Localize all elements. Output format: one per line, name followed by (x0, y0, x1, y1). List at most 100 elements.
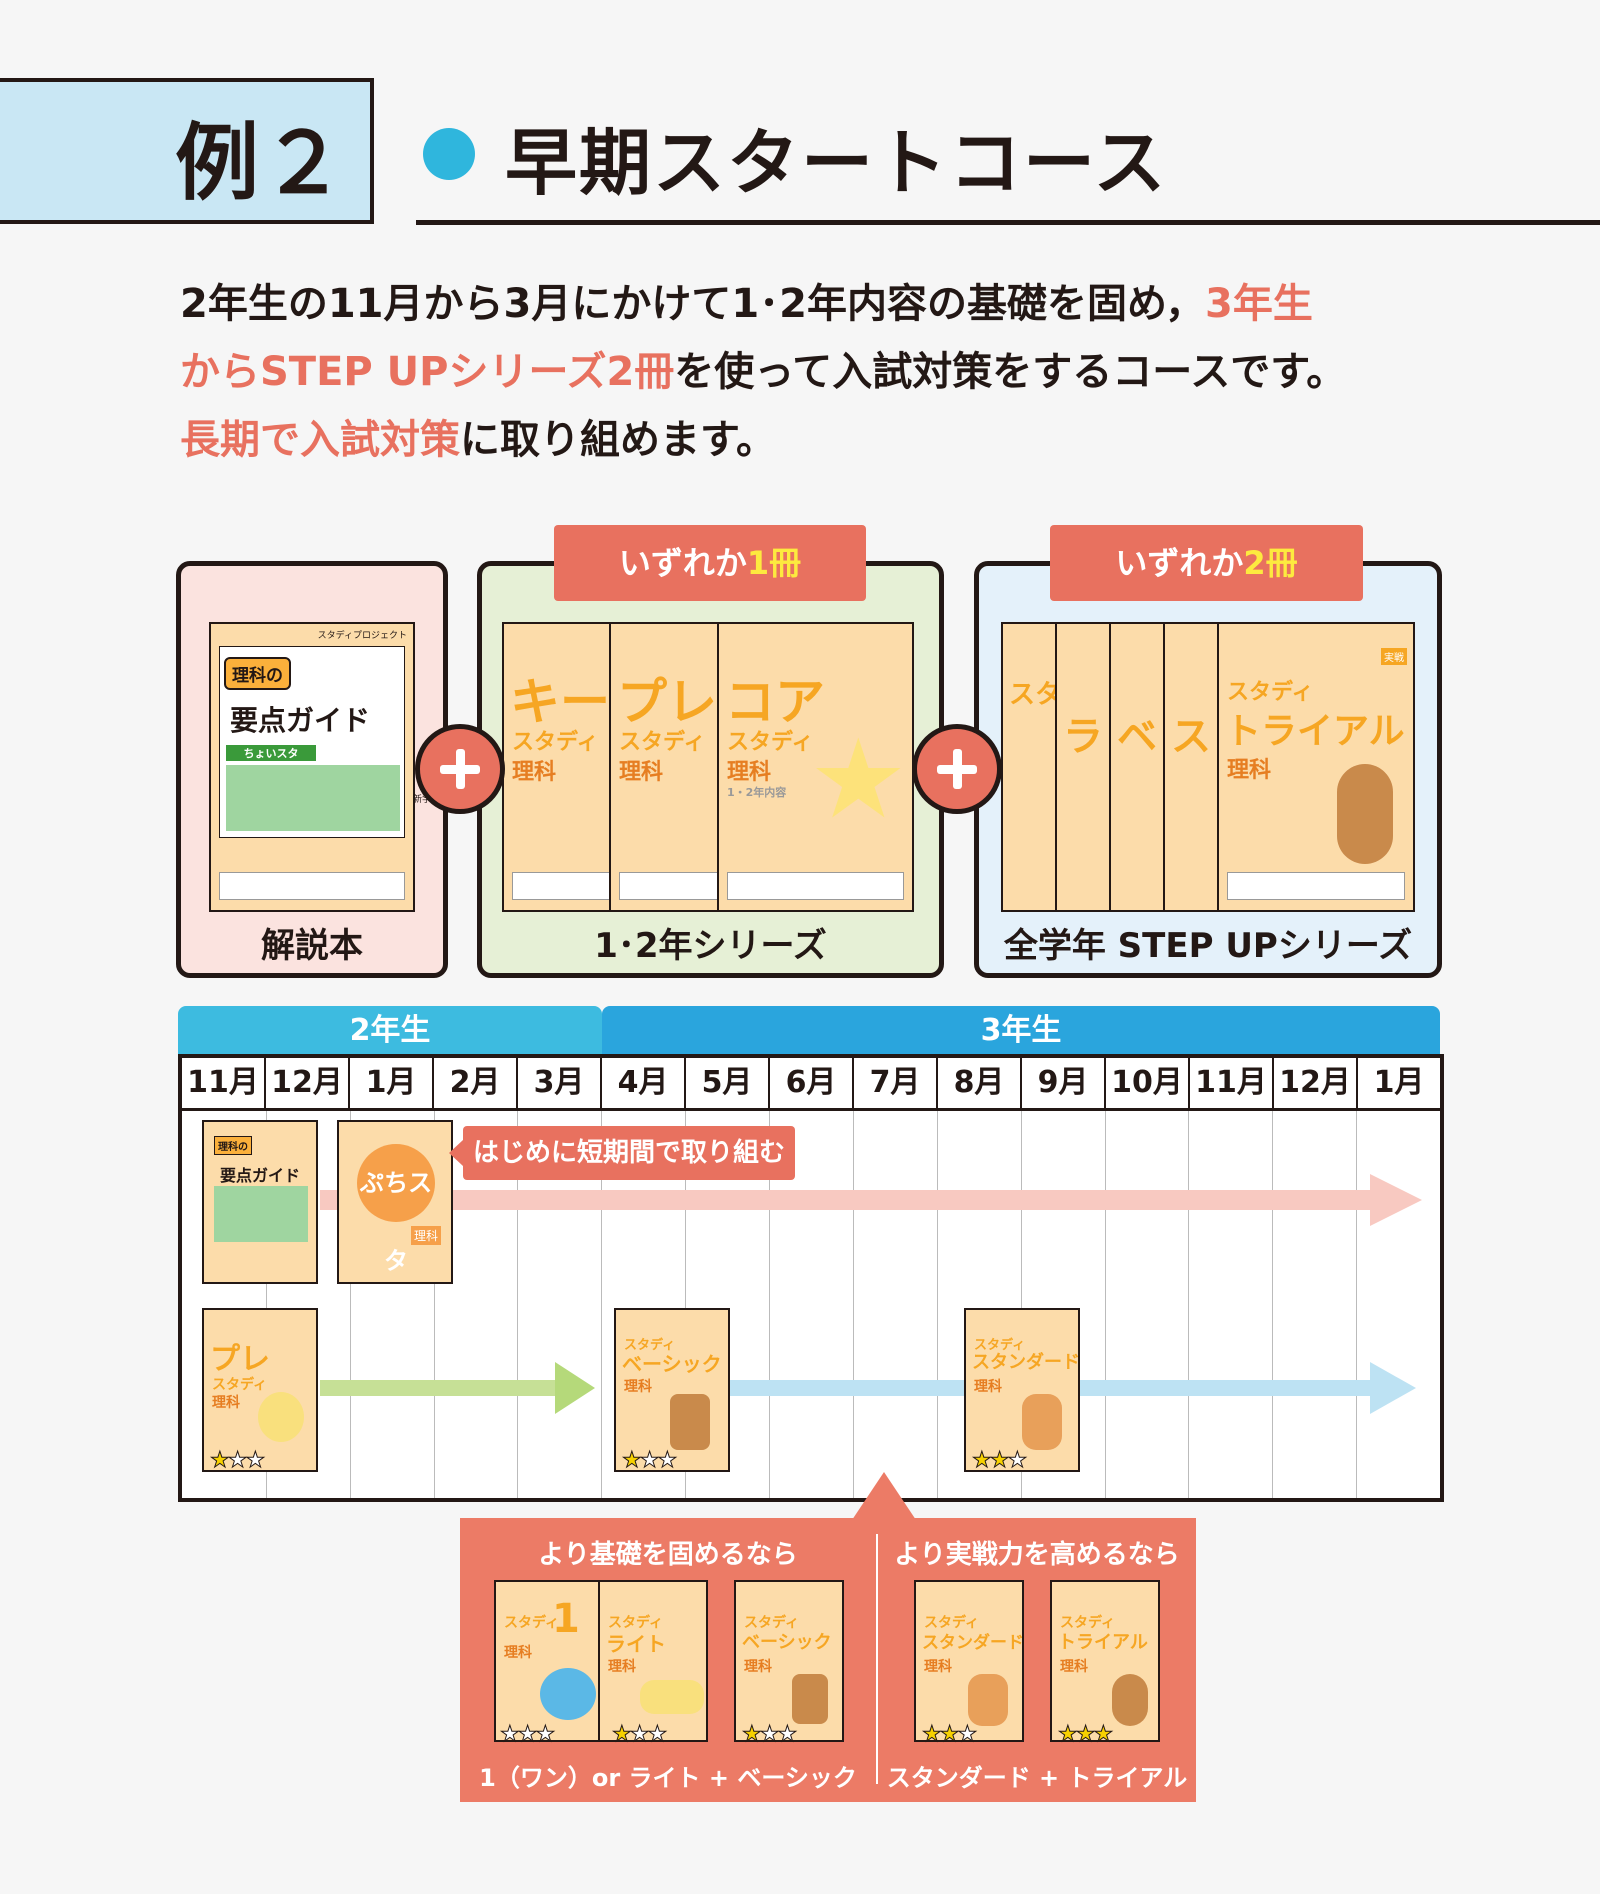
tl-guide-illustration (214, 1186, 308, 1242)
grid-line (936, 1111, 938, 1498)
star-filled-icon: ★ (742, 1722, 763, 1748)
series-12-box: キープ スタディ 理科 プレ スタディ 理科 コア スタディ 理科 1・2年内容… (477, 561, 944, 978)
guide-inner: 理科の 要点ガイド ちょいスタ (219, 646, 405, 838)
intro-text: 2年生の11月から3月にかけて1･2年内容の基礎を固め，3年生 からSTEP U… (180, 270, 1440, 474)
panel-left-caption: 1（ワン）or ライト + ベーシック (479, 1764, 857, 1792)
panel-book-standard: スタディ スタンダード 理科 (914, 1580, 1024, 1742)
star-character-icon: ★ (809, 715, 908, 843)
pick-two-num: 2冊 (1243, 544, 1298, 582)
page-title: 早期スタートコース (505, 121, 1168, 205)
intro-p3-highlight: 長期で入試対策 (180, 417, 460, 463)
star-empty-icon: ★ (517, 1722, 538, 1748)
panel-book-light: スタディ ライト 理科 (598, 1580, 708, 1742)
pick-one-num: 1冊 (746, 544, 802, 582)
rating-one: ★★★ (500, 1722, 556, 1748)
tl-basic-title: ベーシック (622, 1352, 722, 1376)
guide-project: スタディプロジェクト (317, 631, 407, 641)
grid-line (1188, 1111, 1190, 1498)
grid-line (685, 1111, 687, 1498)
panel-light-title: ライト (606, 1632, 666, 1656)
star-empty-icon: ★ (639, 1448, 660, 1474)
panel-standard-title: スタンダード (922, 1633, 1024, 1653)
panel-one-subject: 理科 (504, 1645, 532, 1661)
grid-line (517, 1111, 519, 1498)
rating-light: ★★★ (612, 1722, 668, 1748)
core-name-field (727, 872, 904, 900)
panel-standard-sub: スタディ (924, 1615, 980, 1631)
callout-tip (449, 1140, 463, 1166)
rating-basic2: ★★★ (742, 1722, 798, 1748)
star-filled-icon: ★ (989, 1448, 1010, 1474)
rating-standard2: ★★★ (922, 1722, 978, 1748)
pick-one-text: いずれか (618, 544, 747, 582)
penguin-character-icon (540, 1668, 596, 1720)
star-filled-icon: ★ (612, 1722, 633, 1748)
panel-basic-subject: 理科 (744, 1659, 772, 1675)
rating-standard: ★★★ (972, 1448, 1028, 1474)
tl-guide-main: 要点ガイド (220, 1166, 301, 1185)
book-trial: スタディ トライアル 理科 実戦 (1217, 622, 1415, 912)
star-empty-icon: ★ (500, 1722, 521, 1748)
tl-basic-subject: 理科 (624, 1379, 652, 1395)
guide-sub: ちょいスタ (226, 745, 316, 761)
star-filled-icon: ★ (922, 1722, 943, 1748)
stump-character-icon (670, 1394, 710, 1450)
panel-trial-title: トライアル (1058, 1632, 1148, 1653)
trial-name-field (1227, 872, 1405, 900)
pre-subject: 理科 (619, 760, 664, 785)
rating-pre: ★★★ (210, 1448, 266, 1474)
star-empty-icon: ★ (957, 1722, 978, 1748)
month-cell: 9月 (1022, 1058, 1106, 1108)
panel-basic-title: ベーシック (742, 1632, 832, 1653)
panel-light-subject: 理科 (608, 1659, 636, 1675)
panel-light-sub: スタディ (608, 1615, 664, 1631)
stepup-label: 全学年 STEP UPシリーズ (1003, 926, 1413, 966)
star-empty-icon: ★ (657, 1448, 678, 1474)
year3-header: 3年生 (602, 1006, 1440, 1056)
track-green-bar (320, 1380, 560, 1396)
tl-standard-subject: 理科 (974, 1379, 1002, 1395)
star-filled-icon: ★ (972, 1448, 993, 1474)
title-underline (416, 220, 1600, 225)
pick-one-tag: いずれか1冊 (554, 525, 866, 601)
step4-title: ス (1171, 714, 1211, 760)
tl-pre-title: プレ (210, 1342, 270, 1377)
tl-pre-sub: スタディ (212, 1377, 268, 1393)
core-scope: 1・2年内容 (727, 786, 787, 799)
tl-book-basic: スタディ ベーシック 理科 (614, 1308, 730, 1472)
panel-pointer (852, 1472, 916, 1520)
tl-standard-title: スタンダード (972, 1352, 1080, 1373)
commentary-box: スタディプロジェクト 理科の 要点ガイド ちょいスタ 新学社 解説本 (176, 561, 448, 978)
grid-line (601, 1111, 603, 1498)
book-guide: スタディプロジェクト 理科の 要点ガイド ちょいスタ (209, 622, 415, 912)
tl-book-standard: スタディ スタンダード 理科 (964, 1308, 1080, 1472)
tl-pre-subject: 理科 (212, 1395, 240, 1411)
month-cell: 10月 (1106, 1058, 1190, 1108)
month-cell: 5月 (686, 1058, 770, 1108)
intro-p3: に取り組めます。 (460, 417, 776, 463)
step2-title: ラ (1063, 714, 1103, 760)
panel-dog-character-icon (968, 1674, 1008, 1726)
core-sub: スタディ (727, 730, 814, 755)
month-cell: 1月 (350, 1058, 434, 1108)
step1-title: スタ (1009, 680, 1062, 710)
keep-subject: 理科 (512, 760, 557, 785)
pick-two-tag: いずれか2冊 (1050, 525, 1363, 601)
month-cell: 4月 (602, 1058, 686, 1108)
intro-p1-highlight: 3年生 (1205, 281, 1313, 327)
grid-line (1272, 1111, 1274, 1498)
star-filled-icon: ★ (210, 1448, 231, 1474)
core-subject: 理科 (727, 760, 772, 785)
month-cell: 1月 (1373, 1065, 1425, 1100)
tl-book-pre: プレ スタディ 理科 (202, 1308, 318, 1472)
trial-subject: 理科 (1227, 758, 1272, 783)
star-empty-icon: ★ (245, 1448, 266, 1474)
pre-sub: スタディ (619, 730, 706, 755)
chick-character-icon (258, 1392, 304, 1442)
star-filled-icon: ★ (939, 1722, 960, 1748)
dog-character-icon (1022, 1394, 1062, 1450)
panel-right-title: より実戦力を高めるなら (894, 1540, 1180, 1570)
star-filled-icon: ★ (622, 1448, 643, 1474)
panel-trial-sub: スタディ (1060, 1615, 1116, 1631)
